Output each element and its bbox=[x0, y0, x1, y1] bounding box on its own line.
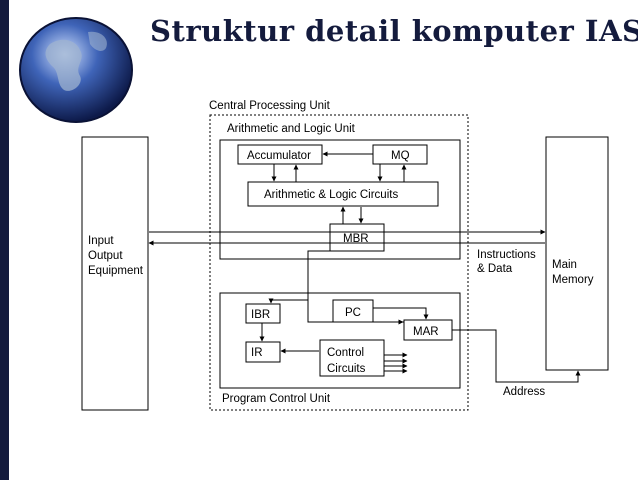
accumulator-label: Accumulator bbox=[247, 150, 311, 162]
alu-label: Arithmetic and Logic Unit bbox=[227, 123, 356, 135]
ibr-label: IBR bbox=[251, 309, 270, 321]
slide-title: Struktur detail komputer IAS bbox=[150, 14, 638, 48]
memory-line-1: Main bbox=[552, 259, 577, 271]
alc-label: Arithmetic & Logic Circuits bbox=[264, 189, 398, 201]
mbr-register bbox=[329, 223, 385, 252]
io-line-2: Output bbox=[88, 250, 123, 262]
instructions-line-2: & Data bbox=[477, 263, 513, 275]
alc-box bbox=[247, 181, 439, 207]
mar-label: MAR bbox=[413, 326, 439, 338]
slide-accent-bar bbox=[0, 0, 9, 480]
cpu-label: Central Processing Unit bbox=[209, 100, 331, 112]
accumulator-register bbox=[237, 144, 323, 165]
pc-label: PC bbox=[345, 307, 361, 319]
io-line-1: Input bbox=[88, 235, 114, 247]
instructions-line-1: Instructions bbox=[477, 249, 536, 261]
control-circuits-box bbox=[319, 339, 385, 377]
mbr-label: MBR bbox=[343, 233, 369, 245]
pcu-label: Program Control Unit bbox=[222, 393, 331, 405]
ibr-register bbox=[245, 303, 281, 324]
ir-register bbox=[245, 341, 281, 363]
control-line-1: Control bbox=[327, 347, 364, 359]
globe-icon bbox=[19, 17, 133, 123]
mq-label: MQ bbox=[391, 150, 410, 162]
cpu-boundary bbox=[209, 114, 469, 411]
main-memory-box bbox=[545, 136, 609, 371]
io-equipment-box bbox=[81, 136, 149, 411]
address-label: Address bbox=[503, 386, 545, 398]
io-line-3: Equipment bbox=[88, 265, 144, 277]
alu-box bbox=[219, 139, 461, 260]
control-line-2: Circuits bbox=[327, 363, 366, 375]
ir-label: IR bbox=[251, 347, 263, 359]
pcu-box bbox=[219, 292, 461, 389]
memory-line-2: Memory bbox=[552, 274, 594, 286]
